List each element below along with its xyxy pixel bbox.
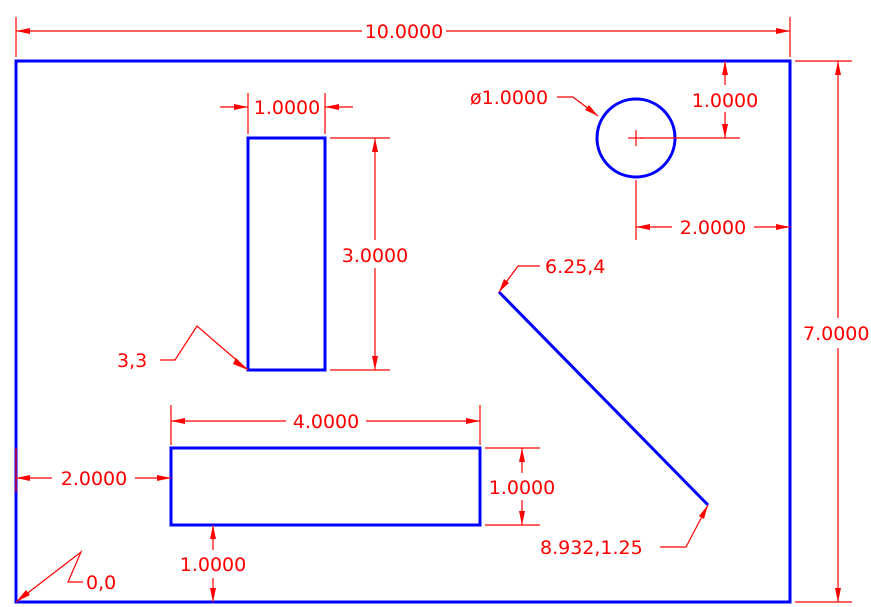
tall-rectangle[interactable]	[246, 136, 327, 372]
dim-text: 1.0000	[489, 477, 555, 499]
leader-line-start: 6.25,4	[498, 256, 605, 293]
coord-text: 6.25,4	[545, 256, 605, 278]
leader-origin: 0,0	[15, 550, 116, 603]
dim-overall-width: 10.0000	[15, 17, 791, 57]
outer-boundary-rect[interactable]	[14, 59, 792, 604]
wide-rectangle[interactable]	[169, 446, 482, 527]
coord-text: 3,3	[117, 350, 147, 372]
dim-wide-rect-bottom-offset: 1.0000	[180, 525, 246, 602]
dim-text: 1.0000	[180, 554, 246, 576]
coord-text: 8.932,1.25	[540, 537, 643, 559]
dim-text: 10.0000	[365, 21, 444, 43]
dim-text: 2.0000	[61, 468, 127, 490]
coord-text: 0,0	[86, 572, 116, 594]
dim-text: 3.0000	[342, 245, 408, 267]
dim-text: 1.0000	[692, 90, 758, 112]
dim-text: 1.0000	[254, 97, 320, 119]
dim-text: 2.0000	[680, 217, 746, 239]
leader-line-end: 8.932,1.25	[540, 504, 709, 559]
dim-text: 7.0000	[803, 323, 869, 345]
dim-circle-diameter: ø1.0000	[470, 87, 599, 117]
dim-text: ø1.0000	[470, 87, 548, 109]
dim-text: 4.0000	[293, 411, 359, 433]
diagonal-line[interactable]	[497, 290, 710, 507]
dim-tall-rect-width: 1.0000	[220, 93, 353, 134]
dim-wide-rect-left-offset: 2.0000	[15, 448, 171, 492]
dim-circle-right-offset: 2.0000	[635, 180, 790, 240]
dim-circle-top-offset: 1.0000	[640, 61, 758, 139]
leader-tall-rect-corner: 3,3	[117, 325, 249, 372]
dim-overall-height: 7.0000	[795, 60, 869, 603]
dim-wide-rect-width: 4.0000	[170, 405, 481, 445]
dim-wide-rect-height: 1.0000	[485, 447, 555, 526]
dim-tall-rect-height: 3.0000	[330, 137, 408, 371]
